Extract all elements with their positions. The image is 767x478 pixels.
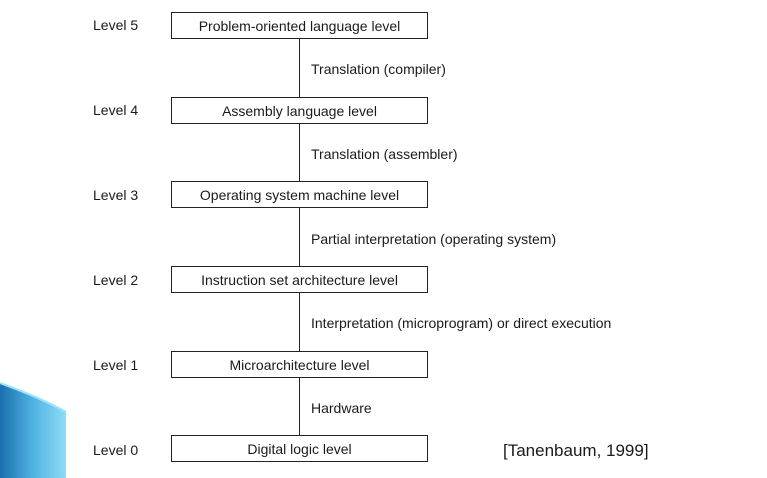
transition-2-1-label: Interpretation (microprogram) or direct … xyxy=(311,315,612,331)
level-4-label: Level 4 xyxy=(93,102,139,118)
connector-4-3 xyxy=(299,124,300,181)
connector-5-4 xyxy=(299,39,300,97)
level-4-box: Assembly language level xyxy=(171,97,428,124)
level-3-box: Operating system machine level xyxy=(171,181,428,208)
level-2-label: Level 2 xyxy=(93,272,139,288)
transition-5-4-label: Translation (compiler) xyxy=(311,61,446,77)
connector-3-2 xyxy=(299,208,300,266)
level-5-label: Level 5 xyxy=(93,17,139,33)
citation: [Tanenbaum, 1999] xyxy=(503,441,649,460)
transition-1-0-label: Hardware xyxy=(311,400,372,416)
level-2-box: Instruction set architecture level xyxy=(171,266,428,293)
transition-3-2-label: Partial interpretation (operating system… xyxy=(311,231,557,247)
connector-1-0 xyxy=(299,378,300,435)
level-0-box: Digital logic level xyxy=(171,435,428,462)
transition-4-3-label: Translation (assembler) xyxy=(311,146,458,162)
level-0-label: Level 0 xyxy=(93,442,139,458)
level-1-box: Microarchitecture level xyxy=(171,351,428,378)
connector-2-1 xyxy=(299,293,300,351)
level-5-box: Problem-oriented language level xyxy=(171,12,428,39)
level-1-label: Level 1 xyxy=(93,357,139,373)
level-3-label: Level 3 xyxy=(93,187,139,203)
